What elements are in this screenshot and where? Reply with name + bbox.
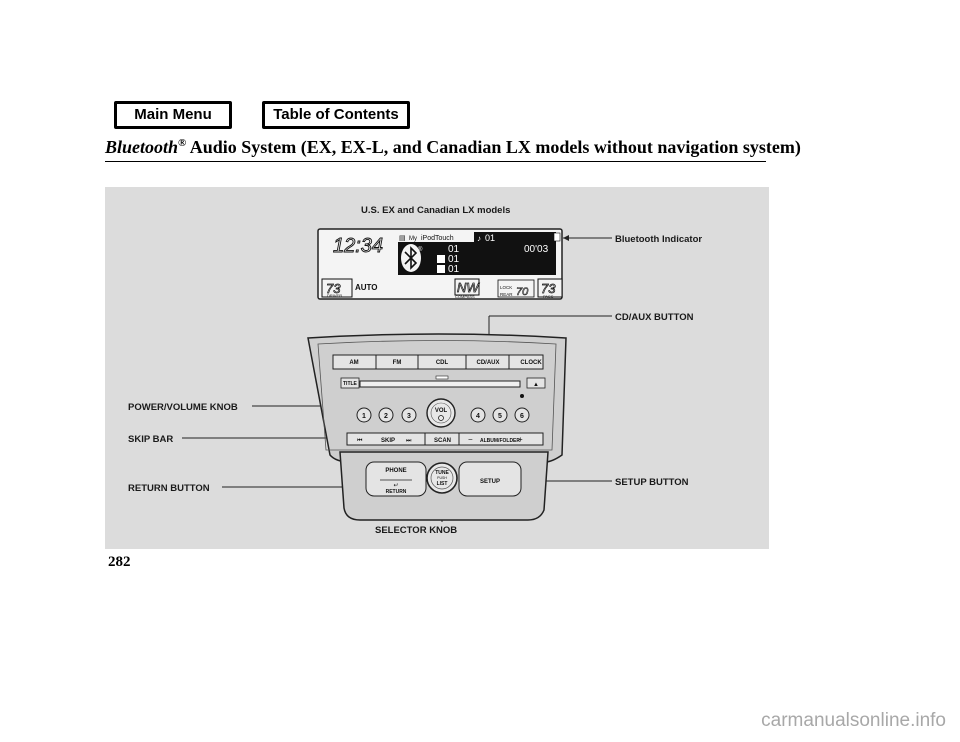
clock-button[interactable]: CLOCK (520, 360, 542, 366)
selector-list-label: LIST (437, 481, 448, 487)
display-clock: 12:34 (333, 235, 383, 257)
display-line1: 01 (448, 244, 460, 255)
main-menu-button[interactable]: Main Menu (114, 101, 232, 129)
preset-3-button[interactable]: 3 (407, 413, 411, 420)
skip-back-icon: ⏮ (357, 438, 363, 444)
power-icon (438, 415, 444, 421)
am-button[interactable]: AM (349, 360, 358, 366)
display-time: 00'03 (524, 244, 549, 255)
skip-forward-icon: ⏭ (406, 438, 412, 444)
page-header: Bluetooth® Audio System (EX, EX-L, and C… (105, 137, 801, 158)
display-source: iPodTouch (421, 235, 454, 242)
header-brand: Bluetooth (105, 137, 179, 157)
album-minus[interactable]: − (468, 435, 473, 444)
preset-6-button[interactable]: 6 (520, 413, 524, 420)
skip-bar[interactable]: SKIP (381, 438, 395, 444)
return-arrow-icon: ↵ (393, 483, 398, 489)
page-number: 282 (108, 554, 131, 570)
callout-setup-button: SETUP BUTTON (615, 477, 689, 488)
eject-button[interactable]: ▲ (533, 382, 539, 388)
callout-selector-knob: SELECTOR KNOB (375, 525, 458, 536)
header-rule (105, 161, 766, 162)
display-line2: 01 (448, 254, 460, 265)
svg-text:®: ® (418, 246, 423, 253)
preset-2-button[interactable]: 2 (384, 413, 388, 420)
header-title: Audio System (EX, EX-L, and Canadian LX … (189, 137, 801, 157)
cdl-button[interactable]: CDL (436, 360, 449, 366)
display-rear-temp: 70 (516, 286, 529, 298)
display-lock-label: LOCK (500, 285, 512, 290)
title-button[interactable]: TITLE (343, 381, 358, 387)
album-folder-bar[interactable]: ALBUM/FOLDER (480, 438, 520, 444)
scan-button[interactable]: SCAN (434, 438, 451, 444)
return-button[interactable]: RETURN (386, 489, 407, 495)
cdaux-button[interactable]: CD/AUX (476, 360, 499, 366)
selector-tune-label: TUNE (435, 470, 449, 476)
preset-5-button[interactable]: 5 (498, 413, 502, 420)
fm-button[interactable]: FM (393, 360, 402, 366)
selector-push-label: PUSH (437, 476, 447, 480)
figure-caption: U.S. EX and Canadian LX models (361, 205, 511, 216)
callout-power-volume-knob: POWER/VOLUME KNOB (128, 402, 238, 413)
display-auto: AUTO (355, 283, 378, 292)
phone-button[interactable]: PHONE (385, 468, 406, 474)
music-note-icon: ♪ (477, 234, 481, 243)
callout-bluetooth-indicator: Bluetooth Indicator (615, 234, 703, 245)
display-temp-pass: 73 (541, 281, 556, 296)
header-reg-mark: ® (178, 137, 187, 149)
callout-cdaux-button: CD/AUX BUTTON (615, 312, 694, 323)
volume-knob-label: VOL (435, 408, 448, 414)
setup-button[interactable]: SETUP (480, 479, 500, 485)
selector-knob[interactable] (426, 462, 458, 494)
preset-4-button[interactable]: 4 (476, 413, 480, 420)
callout-skip-bar: SKIP BAR (128, 434, 174, 445)
watermark: carmanualsonline.info (761, 710, 946, 731)
display-track-top: 01 (485, 233, 495, 243)
table-of-contents-button[interactable]: Table of Contents (262, 101, 410, 129)
display-source-prefix: My (409, 236, 417, 242)
display-pass-label: PASS (543, 294, 554, 299)
display-compass-text: NW (457, 280, 480, 295)
preset-1-button[interactable]: 1 (362, 413, 366, 420)
display-line3: 01 (448, 264, 460, 275)
callout-return-button: RETURN BUTTON (128, 483, 210, 494)
folder-icon: ▤ (399, 235, 406, 242)
display-driver-label: DRIVER (327, 293, 342, 298)
display-rear-label: REAR (500, 292, 513, 297)
display-compass-label: COMPASS (455, 294, 475, 299)
album-plus[interactable]: + (518, 435, 523, 444)
display-temp-driver: 73 (326, 281, 341, 296)
